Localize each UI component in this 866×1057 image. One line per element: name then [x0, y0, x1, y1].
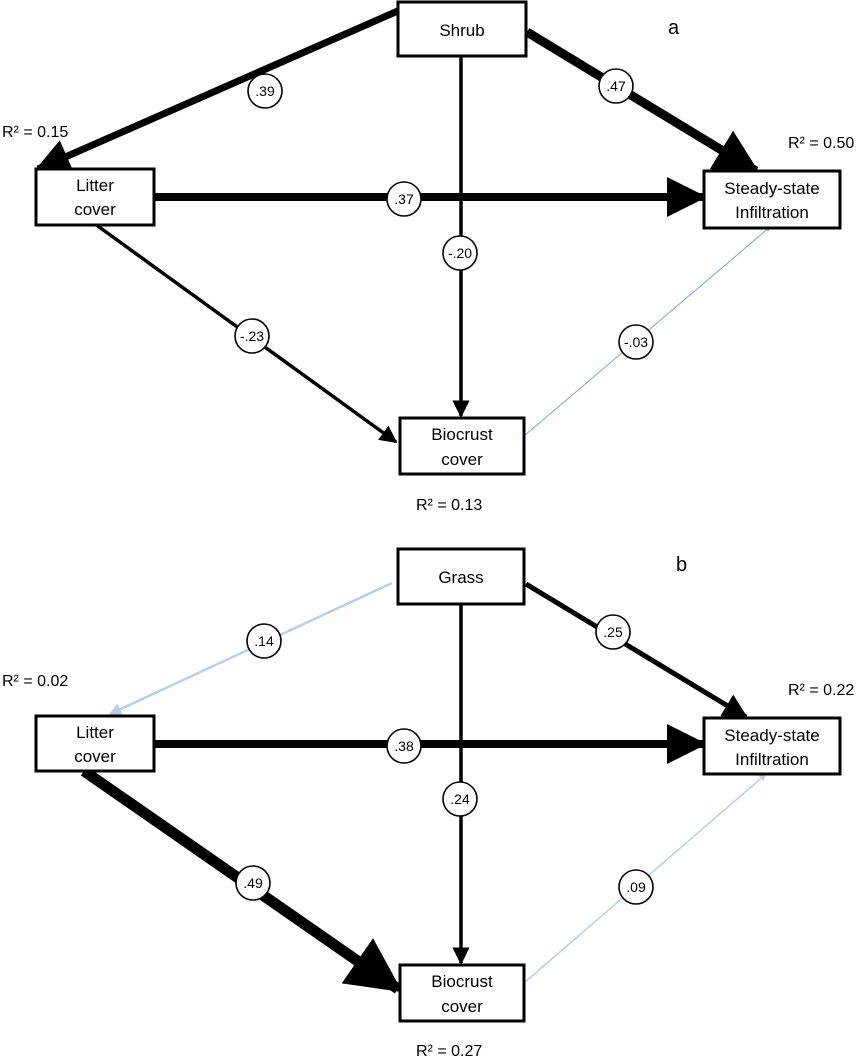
coef-a-top-biocrust: -.20 — [442, 235, 478, 271]
node-biocrust-cover-a: Biocrust cover — [398, 416, 526, 476]
node-litter-cover-b: Litter cover — [34, 714, 156, 773]
node-infiltration-b: Steady-state Infiltration — [702, 716, 842, 776]
svg-text:Steady-state: Steady-state — [724, 179, 819, 198]
svg-text:.47: .47 — [606, 78, 626, 94]
svg-text:Shrub: Shrub — [439, 21, 484, 40]
svg-text:.09: .09 — [626, 879, 646, 895]
svg-text:.37: .37 — [394, 191, 414, 207]
coef-a-top-litter: .39 — [247, 73, 283, 109]
node-infiltration-a: Steady-state Infiltration — [702, 169, 842, 230]
r2-infiltration-b: R² = 0.22 — [788, 682, 854, 699]
svg-text:Infiltration: Infiltration — [735, 203, 809, 222]
coef-b-biocrust-infiltration: .09 — [618, 869, 654, 905]
svg-text:cover: cover — [74, 200, 116, 219]
coef-b-top-litter: .14 — [246, 623, 282, 659]
svg-text:Grass: Grass — [438, 568, 483, 587]
path-a-top-infiltration — [524, 28, 760, 175]
path-a-top-litter — [34, 6, 402, 173]
r2-litter-b: R² = 0.02 — [2, 673, 68, 690]
coef-a-biocrust-infiltration: -.03 — [618, 324, 654, 360]
node-grass: Grass — [396, 547, 526, 606]
coef-b-top-biocrust: .24 — [442, 781, 478, 817]
r2-biocrust-b: R² = 0.27 — [416, 1043, 482, 1057]
svg-text:cover: cover — [74, 747, 116, 766]
svg-text:Litter: Litter — [76, 723, 114, 742]
svg-text:Biocrust: Biocrust — [431, 972, 493, 991]
node-biocrust-cover-b: Biocrust cover — [398, 963, 526, 1023]
r2-biocrust-a: R² = 0.13 — [416, 497, 482, 514]
svg-text:.38: .38 — [394, 738, 414, 754]
svg-text:-.20: -.20 — [448, 245, 472, 261]
coef-a-top-infiltration: .47 — [598, 68, 634, 104]
svg-text:.25: .25 — [603, 624, 623, 640]
svg-text:.24: .24 — [450, 791, 470, 807]
coef-a-litter-biocrust: -.23 — [234, 318, 270, 354]
svg-text:.39: .39 — [255, 83, 275, 99]
r2-litter-a: R² = 0.15 — [2, 124, 68, 141]
svg-text:.14: .14 — [254, 633, 274, 649]
coef-b-litter-biocrust: .49 — [235, 865, 271, 901]
coef-b-litter-infiltration: .38 — [386, 728, 422, 764]
svg-text:Litter: Litter — [76, 176, 114, 195]
panel-label-a: a — [668, 17, 680, 39]
svg-text:cover: cover — [441, 997, 483, 1016]
svg-text:-.23: -.23 — [240, 328, 264, 344]
panel-b: b Grass Litter cover Steady-state Infilt… — [2, 547, 854, 1057]
svg-text:cover: cover — [441, 450, 483, 469]
coef-b-top-infiltration: .25 — [595, 614, 631, 650]
svg-text:Biocrust: Biocrust — [431, 425, 493, 444]
node-litter-cover-a: Litter cover — [34, 167, 156, 227]
svg-text:-.03: -.03 — [624, 334, 648, 350]
panel-label-b: b — [676, 554, 687, 576]
node-shrub: Shrub — [396, 0, 528, 58]
svg-text:Steady-state: Steady-state — [724, 726, 819, 745]
panel-a: a Shrub Litter cover Steady-state Infilt… — [2, 0, 854, 514]
svg-text:.49: .49 — [243, 875, 263, 891]
coef-a-litter-infiltration: .37 — [386, 181, 422, 217]
svg-text:Infiltration: Infiltration — [735, 750, 809, 769]
r2-infiltration-a: R² = 0.50 — [788, 135, 854, 152]
path-b-top-infiltration — [524, 581, 749, 720]
